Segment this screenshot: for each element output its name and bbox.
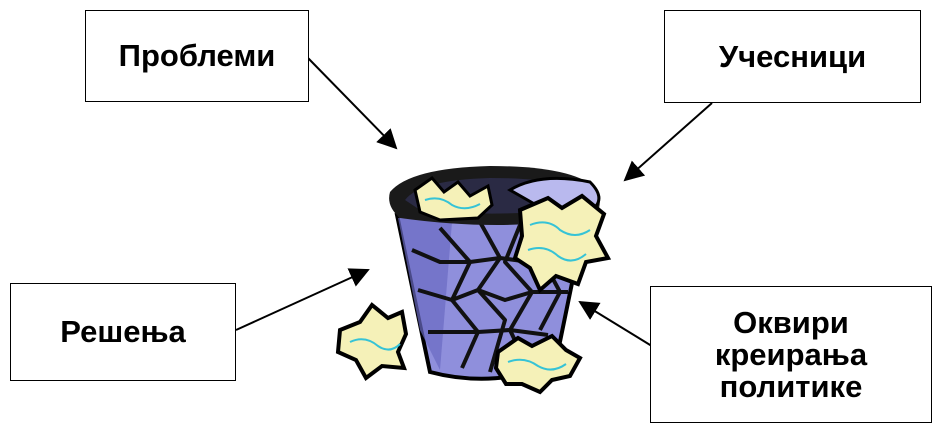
frameworks-line: политике	[715, 371, 867, 403]
arrow-participants	[625, 103, 712, 180]
arrow-frameworks	[580, 302, 655, 348]
participants-label: Учесници	[719, 41, 866, 73]
participants-box: Учесници	[664, 10, 921, 103]
frameworks-line: Оквири	[715, 307, 867, 339]
arrow-solutions	[236, 270, 368, 330]
problems-label: Проблеми	[119, 40, 276, 72]
arrow-problems	[308, 58, 396, 148]
problems-box: Проблеми	[85, 10, 309, 102]
solutions-label: Решења	[60, 316, 186, 348]
garbage-can-icon	[338, 166, 608, 392]
solutions-box: Решења	[10, 283, 236, 381]
frameworks-box: Оквири креирања политике	[650, 286, 932, 423]
frameworks-line: креирања	[715, 339, 867, 371]
frameworks-label: Оквири креирања политике	[715, 307, 867, 403]
